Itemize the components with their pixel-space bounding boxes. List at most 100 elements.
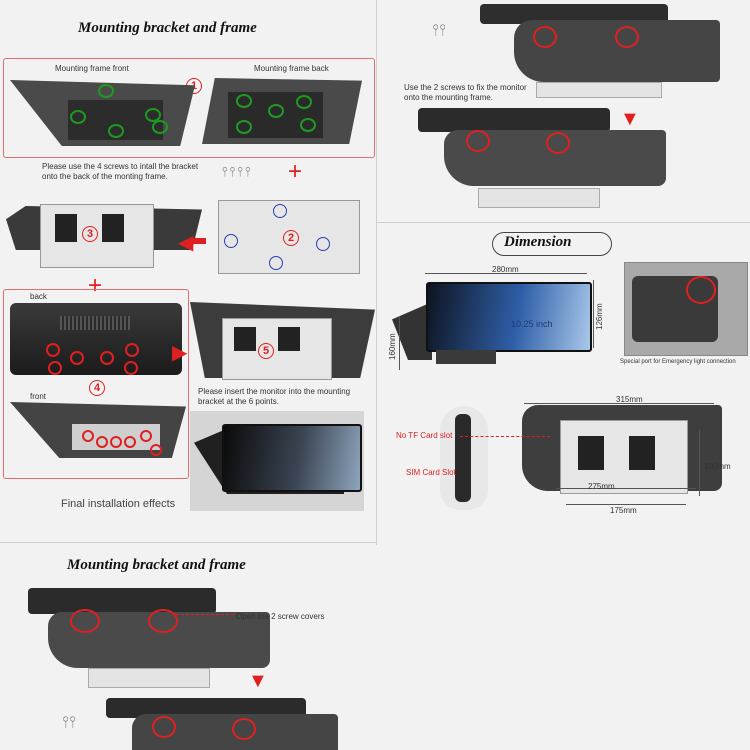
red-marker — [546, 132, 570, 154]
arrow-down-icon: ▼ — [248, 670, 268, 692]
arrow-down-icon: ▼ — [620, 108, 640, 130]
step2-number: 2 — [283, 230, 299, 246]
special-port-label: Special port for Emergency light connect… — [620, 359, 736, 365]
bracket-edge — [536, 82, 662, 98]
red-marker — [46, 343, 60, 357]
section3-instruction: Open the 2 screw covers — [236, 612, 325, 621]
dim-monitor-stand — [436, 350, 496, 364]
screws-icon: ⫯⫯⫯⫯ — [222, 164, 253, 179]
plus-icon: + — [288, 158, 303, 185]
dim-280: 280mm — [492, 265, 519, 274]
red-marker — [615, 26, 639, 48]
green-marker — [300, 118, 316, 132]
step4-panel — [3, 289, 189, 479]
front-label: front — [30, 392, 47, 401]
bracket-window — [629, 436, 655, 470]
red-marker — [110, 436, 122, 448]
monitor-back-vent — [60, 316, 130, 330]
arrow-right-icon: ▶ — [172, 342, 188, 364]
dim-126: 126mm — [595, 303, 604, 330]
bracket-window — [55, 214, 77, 242]
section3-title: Mounting bracket and frame — [67, 557, 246, 573]
step3-number: 3 — [82, 226, 98, 242]
monitor-mid-image — [418, 108, 610, 132]
sim-slot-label: SIM Card Slot — [406, 468, 456, 477]
dim-line-280 — [425, 273, 587, 274]
monitor-top-image — [480, 4, 668, 24]
step4-number: 4 — [89, 380, 105, 396]
green-marker — [152, 120, 168, 134]
red-marker — [70, 351, 84, 365]
bracket-window — [234, 327, 256, 351]
screw-cover-pointer — [176, 614, 234, 616]
red-marker — [100, 351, 114, 365]
red-marker — [533, 26, 557, 48]
red-marker — [124, 361, 138, 375]
plus-icon: + — [88, 272, 103, 299]
red-marker — [152, 716, 176, 738]
bracket-edge — [88, 668, 210, 688]
red-marker — [96, 436, 108, 448]
red-marker — [686, 276, 716, 304]
blue-marker — [316, 237, 330, 251]
monitor-back-image — [10, 303, 182, 375]
section2-instruction: Use the 2 screws to fix the monitor onto… — [404, 83, 527, 102]
divider-vertical — [376, 0, 377, 545]
step1-panel — [3, 58, 375, 158]
frame-front-label: Mounting frame front — [55, 64, 129, 73]
divider-right — [376, 222, 750, 223]
dimension-title: Dimension — [504, 234, 572, 250]
red-marker — [124, 436, 136, 448]
green-marker — [236, 94, 252, 108]
green-marker — [70, 110, 86, 124]
green-marker — [268, 104, 284, 118]
screen-size-label: 10.25 inch — [511, 319, 553, 329]
step5-number: 5 — [258, 343, 274, 359]
dim-175: 175mm — [610, 506, 637, 515]
green-marker — [108, 124, 124, 138]
bracket-window — [102, 214, 124, 242]
dim-line-160 — [399, 316, 400, 370]
red-marker — [150, 444, 162, 456]
dim-315: 315mm — [616, 395, 643, 404]
green-marker — [98, 84, 114, 98]
red-marker — [148, 609, 178, 633]
screws-icon: ⫯⫯ — [62, 714, 76, 731]
green-marker — [145, 108, 161, 122]
final-label: Final installation effects — [61, 498, 176, 510]
red-marker — [82, 430, 94, 442]
dim-monitor-screen — [426, 282, 592, 352]
arrow-left-icon: ◀ — [178, 232, 194, 254]
back-label: back — [30, 292, 47, 301]
blue-marker — [224, 234, 238, 248]
dimension-title-box — [492, 232, 612, 256]
divider-horizontal — [0, 542, 376, 543]
red-marker — [125, 343, 139, 357]
monitor-bottom-image — [28, 588, 216, 614]
green-marker — [296, 95, 312, 109]
frame-back-label: Mounting frame back — [254, 64, 329, 73]
bracket-window — [578, 436, 604, 470]
dim-line-100 — [699, 430, 700, 496]
red-marker — [48, 361, 62, 375]
instruction1: Please use the 4 screws to intall the br… — [42, 162, 199, 181]
red-marker — [70, 609, 100, 633]
monitor-lower-image — [106, 698, 306, 718]
green-marker — [236, 120, 252, 134]
dim-line-175 — [566, 504, 686, 505]
section1-title: Mounting bracket and frame — [78, 20, 257, 36]
screws-icon: ⫯⫯ — [432, 22, 446, 39]
blue-marker — [269, 256, 283, 270]
dim-line-315 — [524, 403, 714, 404]
arrow-shaft — [192, 238, 206, 244]
dim-275: 275mm — [588, 482, 615, 491]
dim-line-275 — [556, 488, 696, 489]
blue-marker — [273, 204, 287, 218]
tf-slot-label: No TF Card slot — [396, 431, 453, 440]
tf-pointer — [460, 436, 550, 438]
dim-160: 160mm — [388, 333, 397, 360]
red-marker — [466, 130, 490, 152]
final-monitor-screen — [222, 424, 362, 492]
dim-line-126 — [593, 280, 594, 348]
bracket-window — [278, 327, 300, 351]
